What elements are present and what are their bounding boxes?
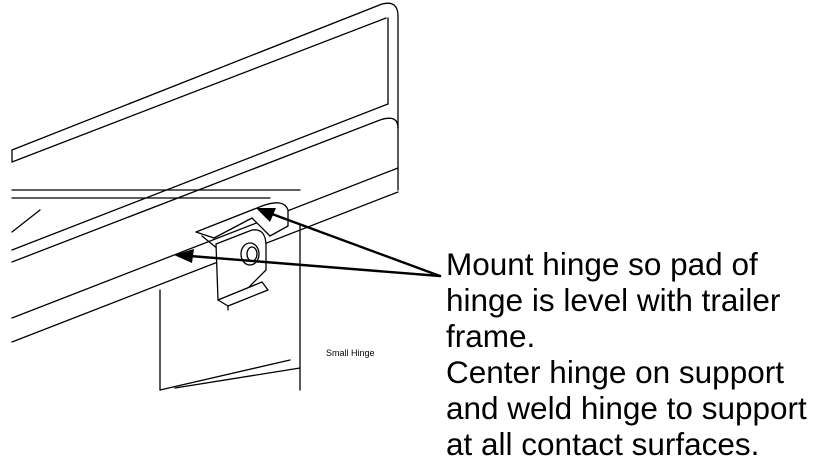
arrowhead-frame [174,249,194,263]
instruction-center-weld: Center hinge on support and weld hinge t… [446,354,807,462]
leader-arrows [174,208,442,278]
part-label: Small Hinge [326,348,375,358]
leader-arrow-frame [188,254,442,278]
arrowhead-pad [256,208,276,222]
support-beam [11,189,301,391]
instruction-callout: Mount hinge so pad of hinge is level wit… [446,246,818,462]
trailer-frame-rail [11,2,399,343]
instruction-mount-hinge: Mount hinge so pad of hinge is level wit… [446,246,781,354]
leader-arrow-pad [270,212,442,278]
